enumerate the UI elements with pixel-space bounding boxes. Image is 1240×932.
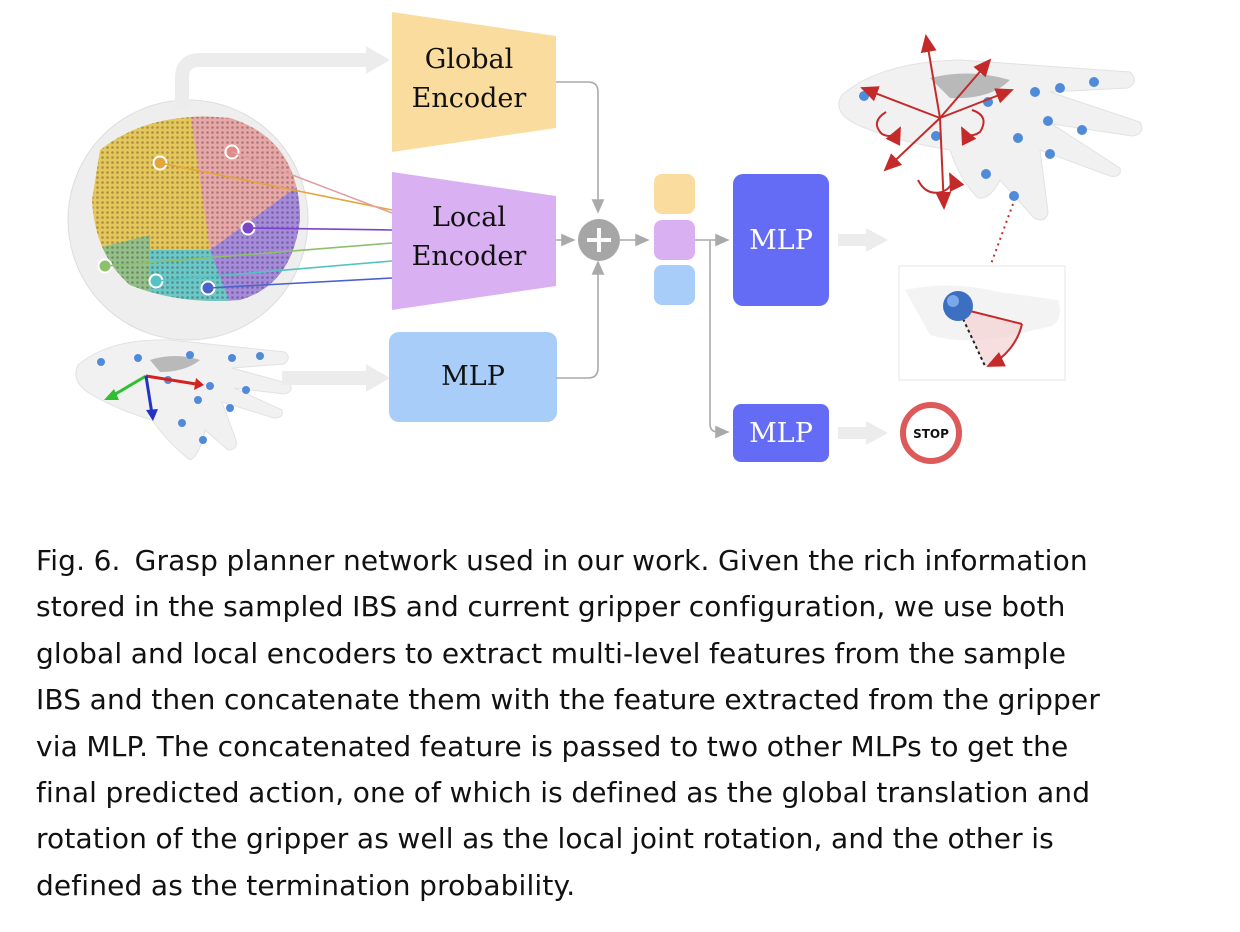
- arrow-to-action-output: [838, 228, 888, 252]
- caption-line-5: via MLP. The concatenated feature is pas…: [36, 729, 1069, 763]
- figure-label: Fig. 6.: [36, 544, 121, 577]
- stop-mlp-label: MLP: [749, 418, 813, 449]
- action-mlp-label: MLP: [749, 225, 813, 256]
- caption-line-4: IBS and then concatenate them with the f…: [36, 683, 1100, 717]
- concat-plus-icon: [578, 219, 620, 261]
- output-gripper: [838, 34, 1143, 295]
- concatenated-feature-stack: [654, 174, 695, 305]
- caption-line-8: defined as the termination probability.: [36, 868, 576, 902]
- arrow-to-global-encoder: [175, 46, 390, 110]
- input-gripper: [75, 339, 292, 461]
- stop-sign-icon: STOP: [900, 402, 962, 464]
- caption-line-2: stored in the sampled IBS and current gr…: [36, 590, 1066, 624]
- gripper-mlp-label: MLP: [441, 361, 505, 392]
- action-mlp-node: MLP: [733, 174, 829, 306]
- caption-line-1: Fig. 6. Grasp planner network used in our…: [36, 538, 1166, 584]
- network-diagram: Global Encoder Local Encoder MLP MLP: [67, 12, 1143, 464]
- local-encoder-label-2: Encoder: [412, 241, 527, 272]
- local-encoder-node: Local Encoder: [392, 172, 556, 310]
- stop-sign-label: STOP: [913, 427, 949, 441]
- local-encoder-label-1: Local: [432, 202, 506, 233]
- caption-line-6: final predicted action, one of which is …: [36, 776, 1091, 810]
- connectors-to-concat: [556, 81, 605, 379]
- global-encoder-label-1: Global: [425, 44, 513, 75]
- connectors-to-output-mlps: [695, 233, 730, 439]
- arrow-to-stop-output: [838, 421, 888, 445]
- gripper-mlp-node: MLP: [389, 332, 557, 422]
- caption-line-3: global and local encoders to extract mul…: [36, 636, 1067, 670]
- caption-line-7: rotation of the gripper as well as the l…: [36, 822, 1054, 856]
- caption-text: Grasp planner network used in our work. …: [134, 544, 1088, 577]
- global-encoder-label-2: Encoder: [412, 83, 527, 114]
- arrow-to-gripper-mlp: [282, 364, 390, 392]
- stop-mlp-node: MLP: [733, 404, 829, 462]
- figure-caption: Fig. 6. Grasp planner network used in our…: [36, 538, 1166, 909]
- global-encoder-node: Global Encoder: [392, 12, 556, 152]
- ibs-sphere: [67, 99, 393, 341]
- joint-rotation-inset: [898, 265, 1066, 381]
